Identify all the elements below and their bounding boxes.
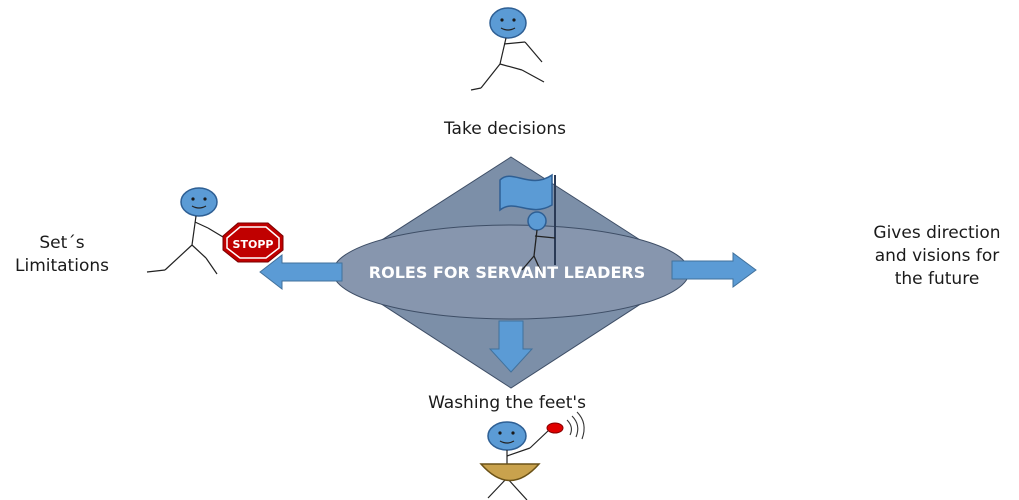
- red-ball-icon: [546, 422, 564, 434]
- stick-figure-bottom-icon: [487, 421, 550, 500]
- flag-figure-icon: [499, 173, 556, 275]
- stick-figure-left-icon: [146, 187, 234, 275]
- label-gives-direction-line1: Gives direction: [873, 223, 1001, 243]
- label-take-decisions: Take decisions: [443, 119, 567, 139]
- basin-icon: [479, 463, 541, 482]
- label-gives-direction: Gives direction and visions for the futu…: [858, 222, 1016, 291]
- label-gives-direction-line2: and visions for: [874, 246, 1000, 266]
- label-sets-limitations: Set´s Limitations: [0, 232, 124, 278]
- label-washing-feet: Washing the feet's: [428, 393, 586, 413]
- motion-lines-icon: [566, 411, 585, 440]
- arrow-right: [671, 252, 757, 288]
- label-sets-limitations-line2: Limitations: [15, 256, 109, 276]
- stop-sign-text: STOPP: [233, 238, 274, 251]
- center-title: ROLES FOR SERVANT LEADERS: [369, 263, 645, 282]
- label-sets-limitations-line1: Set´s: [39, 233, 85, 253]
- label-gives-direction-line3: the future: [894, 269, 980, 289]
- arrow-down: [488, 320, 534, 373]
- stick-figure-top-icon: [470, 7, 545, 91]
- stop-sign-icon: STOPP: [222, 222, 284, 263]
- arrow-left: [259, 253, 343, 291]
